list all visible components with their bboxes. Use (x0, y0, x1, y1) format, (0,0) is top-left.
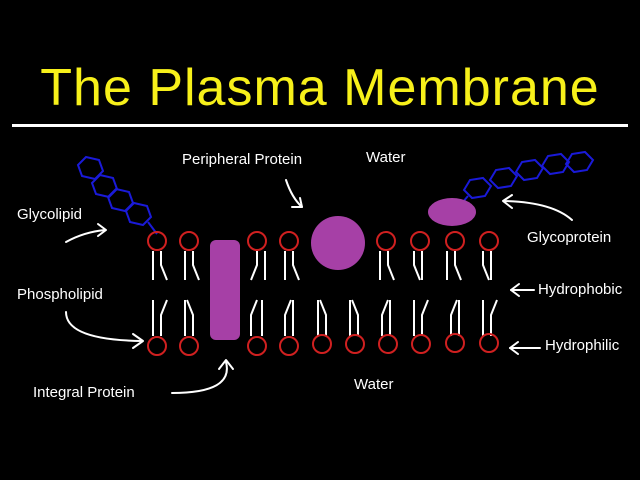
peripheral-protein-label: Peripheral Protein (182, 151, 303, 168)
hydrophilic-arrow-icon (509, 341, 541, 355)
glycolipid-sugar-chain (76, 155, 158, 235)
glycoprotein-sugar-chain (461, 150, 595, 204)
hydrophobic-label: Hydrophobic (538, 281, 623, 298)
phospholipid-heads-bottom (147, 333, 499, 356)
glycoprotein-ellipse (428, 198, 476, 226)
phospholipid-tails (152, 251, 498, 336)
glycolipid-label: Glycolipid (17, 206, 83, 223)
water-top-label: Water (366, 149, 406, 166)
integral-protein-label: Integral Protein (33, 384, 135, 401)
glycolipid-arrow-icon (65, 223, 107, 243)
phospholipid-heads-top (147, 231, 499, 251)
title-underline (12, 124, 628, 127)
integral-protein-rect (210, 240, 240, 340)
water-bottom-label: Water (354, 376, 394, 393)
glycoprotein-arrow-icon (502, 194, 573, 221)
integral-protein-arrow-icon (171, 359, 234, 394)
glycoprotein-label: Glycoprotein (527, 229, 612, 246)
hydrophobic-arrow-icon (510, 283, 535, 297)
phospholipid-arrow-icon (65, 311, 144, 349)
page-title: The Plasma Membrane (40, 59, 600, 117)
hydrophilic-label: Hydrophilic (545, 337, 620, 354)
peripheral-protein-arrow-icon (285, 179, 303, 208)
phospholipid-label: Phospholipid (17, 286, 103, 303)
peripheral-protein-circle (311, 216, 365, 270)
